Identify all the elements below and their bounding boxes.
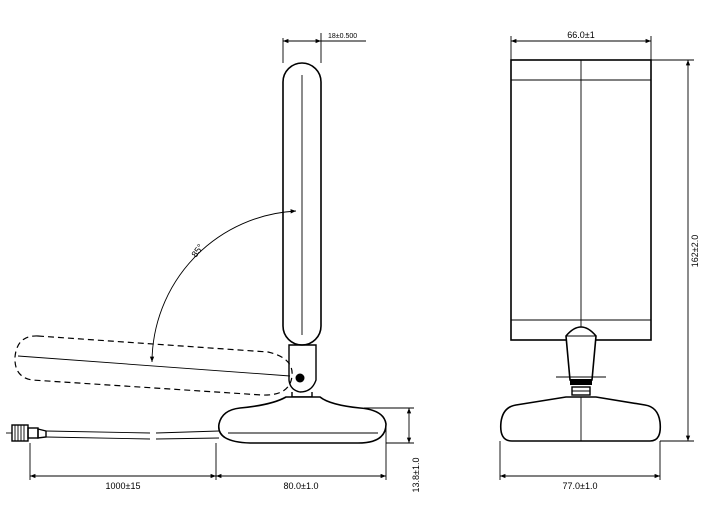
- dim-front-width: [510, 36, 652, 60]
- side-hinge-pivot: [295, 373, 305, 383]
- side-hinge: [288, 344, 317, 393]
- label-angle: 85°: [189, 242, 205, 259]
- dim-base-height: [364, 407, 414, 444]
- label-total-height: 162±2.0: [690, 235, 700, 267]
- front-view: [499, 36, 694, 480]
- front-base: [499, 396, 662, 442]
- side-cable-bottom: [45, 436, 151, 440]
- side-rotation-arc: [149, 209, 297, 363]
- dim-total-height: [651, 59, 694, 442]
- label-base-length: 80.0±1.0: [284, 481, 319, 491]
- side-folded-centerline: [17, 355, 291, 377]
- label-front-base-width: 77.0±1.0: [563, 481, 598, 491]
- label-base-height: 13.8±1.0: [411, 458, 421, 493]
- side-base: [218, 396, 387, 444]
- dim-front-base-width: [499, 441, 661, 480]
- label-front-width: 66.0±1: [567, 30, 594, 40]
- label-cable-length: 1000±15: [106, 481, 141, 491]
- dim-antenna-width: [282, 33, 366, 63]
- side-view: [6, 33, 414, 480]
- side-cable-top-2: [155, 430, 220, 434]
- front-joint: [570, 379, 592, 385]
- side-cable-bottom-2: [155, 437, 220, 440]
- dim-side-bottom: [29, 424, 387, 480]
- label-antenna-width: 18±0.500: [328, 33, 357, 40]
- front-neck: [565, 326, 597, 381]
- side-folded-antenna: [14, 335, 293, 396]
- side-cable-top: [45, 430, 151, 434]
- side-connector: [6, 424, 47, 442]
